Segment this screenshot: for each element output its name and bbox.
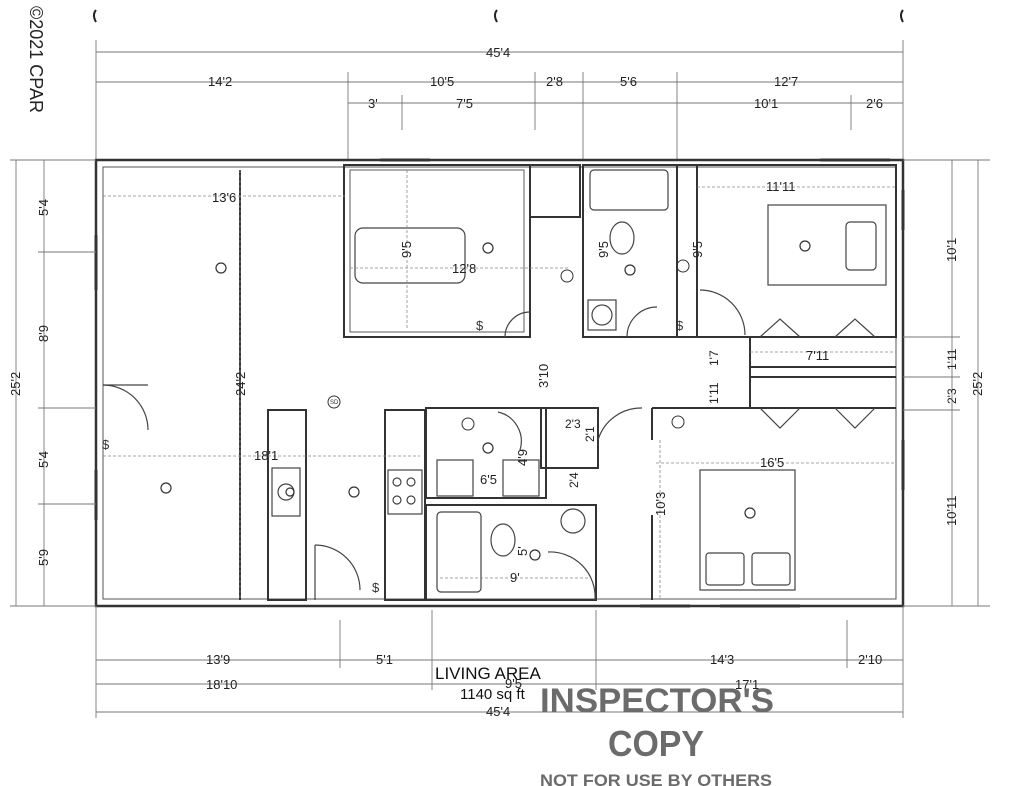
room-laundry-width: 4'9 [515, 449, 530, 466]
dim-right-1: 10'1 [944, 238, 959, 262]
room-dimension-lines [103, 170, 896, 600]
light-fixtures [160, 240, 811, 561]
dim-left-4: 5'9 [36, 549, 51, 566]
dim-top-3: 2'8 [546, 74, 563, 89]
room-bath1-depth: 9'5 [596, 241, 611, 258]
right-dimension-lines [903, 159, 990, 607]
dim-right-3: 2'3 [945, 388, 959, 404]
dim-top-6: 3' [368, 96, 378, 111]
smoke-detector-label: SD [330, 400, 339, 406]
room-laundry-depth: 6'5 [480, 472, 497, 487]
room-bed3-width: 11'11 [766, 179, 795, 194]
switch-symbol: $ [372, 580, 380, 595]
room-closet: 7'11 [806, 348, 829, 363]
living-area-value: 1140 sq ft [460, 686, 526, 703]
dim-top-5: 12'7 [774, 74, 798, 89]
door-swings [102, 289, 876, 601]
dim-bottom-6: 9'5 [505, 676, 522, 691]
room-hall2: 1'7 [707, 350, 721, 366]
dim-left-2: 8'9 [36, 325, 51, 342]
switch-symbol: $ [102, 437, 110, 452]
top-tick-marks [93, 9, 904, 23]
dim-bottom-1: 13'9 [206, 652, 230, 667]
room-linen1: 2'3 [565, 417, 581, 431]
windows [94, 158, 905, 608]
dim-right-2: 1'11 [945, 348, 959, 370]
room-hall3: 1'11 [707, 382, 721, 404]
room-bath2-width: 9' [510, 570, 520, 585]
dim-bottom-5: 18'10 [206, 677, 237, 692]
dim-top-8: 10'1 [754, 96, 778, 111]
dim-right-overall: 25'2 [970, 372, 985, 396]
dim-bottom-3: 14'3 [710, 652, 734, 667]
top-dimension-lines [95, 40, 904, 160]
stamp-line-1: INSPECTOR'S [540, 682, 774, 720]
room-kitchen: 18'1 [254, 448, 278, 463]
living-area-label: LIVING AREA [435, 664, 541, 683]
fixtures [271, 169, 887, 593]
stamp-line-3: NOT FOR USE BY OTHERS [540, 771, 772, 786]
room-bath2-depth: 5' [515, 546, 530, 556]
bottom-dimension-lines [95, 606, 904, 718]
room-living-depth: 24'2 [233, 372, 248, 396]
smoke-detectors: SD [327, 259, 690, 431]
room-bed2-width: 12'8 [452, 261, 476, 276]
dim-top-2: 10'5 [430, 74, 454, 89]
copyright-text: ©2021 CPAR [26, 6, 46, 113]
interior-walls [239, 164, 897, 601]
room-master-width: 16'5 [760, 455, 784, 470]
dim-left-1: 5'4 [36, 199, 51, 216]
dim-bottom-7: 17'1 [735, 677, 759, 692]
room-bed3-depth: 9'5 [690, 241, 705, 258]
room-hall: 3'10 [536, 364, 551, 388]
room-linen3: 2'4 [567, 472, 581, 488]
room-bed2-depth: 9'5 [399, 241, 414, 258]
left-dimension-lines [10, 159, 96, 607]
switch-symbol: $ [676, 318, 684, 333]
dim-top-9: 2'6 [866, 96, 883, 111]
dim-bottom-overall: 45'4 [486, 704, 510, 719]
room-master-depth: 10'3 [653, 492, 668, 516]
dim-right-4: 10'11 [944, 496, 959, 526]
dim-top-4: 5'6 [620, 74, 637, 89]
dim-left-overall: 25'2 [8, 372, 23, 396]
dim-bottom-2: 5'1 [376, 652, 393, 667]
dim-top-7: 7'5 [456, 96, 473, 111]
room-living-width: 13'6 [212, 190, 236, 205]
dim-bottom-4: 2'10 [858, 652, 882, 667]
dim-top-overall: 45'4 [486, 45, 510, 60]
switch-symbols: $ $ $ $ [102, 318, 684, 595]
switch-symbol: $ [476, 318, 484, 333]
exterior-walls [94, 158, 905, 608]
dim-left-3: 5'4 [36, 451, 51, 468]
dim-top-1: 14'2 [208, 74, 232, 89]
room-linen2: 2'1 [583, 426, 597, 442]
stamp-line-2: COPY [608, 723, 704, 764]
